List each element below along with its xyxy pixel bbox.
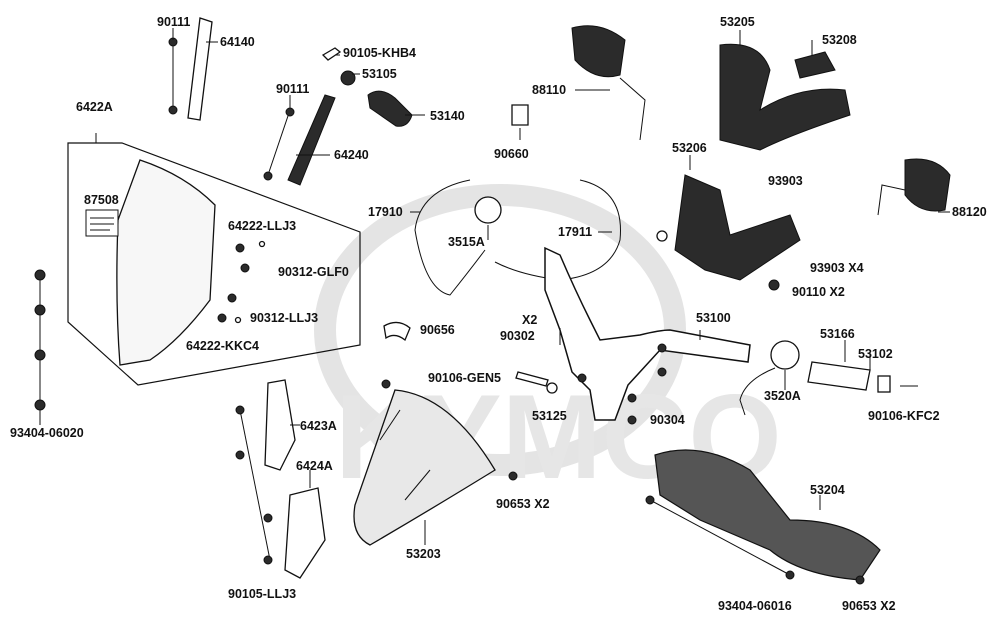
label-90110: 90110 X2	[792, 285, 845, 299]
label-53204: 53204	[810, 483, 845, 497]
label-53203: 53203	[406, 547, 441, 561]
label-93903a: 93903	[768, 174, 803, 188]
label-90106-kfc2: 90106-KFC2	[868, 409, 940, 423]
label-53125: 53125	[532, 409, 567, 423]
label-3515a: 3515A	[448, 235, 485, 249]
label-90111b: 90111	[276, 82, 309, 96]
label-90653a: 90653 X2	[496, 497, 550, 511]
cover-53205	[719, 43, 851, 151]
end-cap-53105	[340, 70, 356, 86]
label-6424a: 6424A	[296, 459, 333, 473]
label-64240: 64240	[334, 148, 369, 162]
windshield-6422a	[116, 159, 216, 366]
label-17911: 17911	[558, 225, 592, 239]
mirror-88110	[571, 25, 626, 78]
weight-53125	[546, 382, 558, 394]
end-cap-53102	[877, 375, 891, 393]
switch-3520a	[770, 340, 800, 370]
label-90105-llj3: 90105-LLJ3	[228, 587, 296, 601]
label-90105-khb4: 90105-KHB4	[343, 46, 416, 60]
handlebar-53100	[544, 246, 751, 421]
warning-label-87508	[85, 209, 119, 237]
label-90656: 90656	[420, 323, 455, 337]
label-64222-kkc4: 64222-KKC4	[186, 339, 259, 353]
label-6423a: 6423A	[300, 419, 337, 433]
label-88110: 88110	[532, 83, 566, 97]
label-90302: 90302	[500, 329, 535, 343]
label-53205: 53205	[720, 15, 755, 29]
label-90106-gen5: 90106-GEN5	[428, 371, 501, 385]
label-64140: 64140	[220, 35, 255, 49]
clip-90660	[511, 104, 529, 126]
label-53206: 53206	[672, 141, 707, 155]
screw-90105-khb4	[321, 47, 342, 61]
label-53100: 53100	[696, 311, 731, 325]
band-90656	[383, 321, 411, 342]
label-53102: 53102	[858, 347, 893, 361]
label-53140: 53140	[430, 109, 465, 123]
label-90312-llj3: 90312-LLJ3	[250, 311, 318, 325]
bolt-chain-93404-06020	[34, 269, 46, 411]
grip-53166	[807, 361, 871, 391]
cable-17911	[494, 179, 621, 281]
cowl-53203	[353, 389, 496, 546]
part-labels: 90111 64140 90105-KHB4 53105 90111 53140…	[10, 15, 987, 613]
label-93404-06016: 93404-06016	[718, 599, 792, 613]
panel-6424a	[284, 487, 326, 579]
label-90111a: 90111	[157, 15, 190, 29]
label-87508: 87508	[84, 193, 119, 207]
panel-6423a	[264, 379, 296, 471]
windshield-screws	[217, 240, 266, 324]
cover-53208	[794, 51, 836, 79]
windshield-detail-box	[67, 142, 361, 386]
label-93903b: 93903 X4	[810, 261, 864, 275]
label-6422a: 6422A	[76, 100, 113, 114]
leader-lines	[39, 28, 950, 545]
label-93404-06020: 93404-06020	[10, 426, 84, 440]
label-17910: 17910	[368, 205, 403, 219]
cover-53204	[654, 449, 881, 581]
bolt-90106-gen5	[515, 371, 549, 387]
bracket-64240	[287, 94, 336, 186]
bracket-64140	[187, 17, 213, 121]
cable-17910	[414, 179, 486, 296]
label-x2: X2	[522, 313, 537, 327]
label-64222-llj3: 64222-LLJ3	[228, 219, 296, 233]
label-88120: 88120	[952, 205, 987, 219]
label-90660: 90660	[494, 147, 529, 161]
frame-53206	[674, 174, 801, 281]
label-90304: 90304	[650, 413, 685, 427]
label-90653b: 90653 X2	[842, 599, 896, 613]
label-53105: 53105	[362, 67, 397, 81]
label-90312-glf0: 90312-GLF0	[278, 265, 349, 279]
grip-53140	[367, 90, 413, 127]
mirror-88120	[904, 158, 951, 212]
label-53166: 53166	[820, 327, 855, 341]
nut-90304	[627, 415, 637, 425]
switch-3515a	[474, 196, 502, 224]
label-53208: 53208	[822, 33, 857, 47]
label-3520a: 3520A	[764, 389, 801, 403]
